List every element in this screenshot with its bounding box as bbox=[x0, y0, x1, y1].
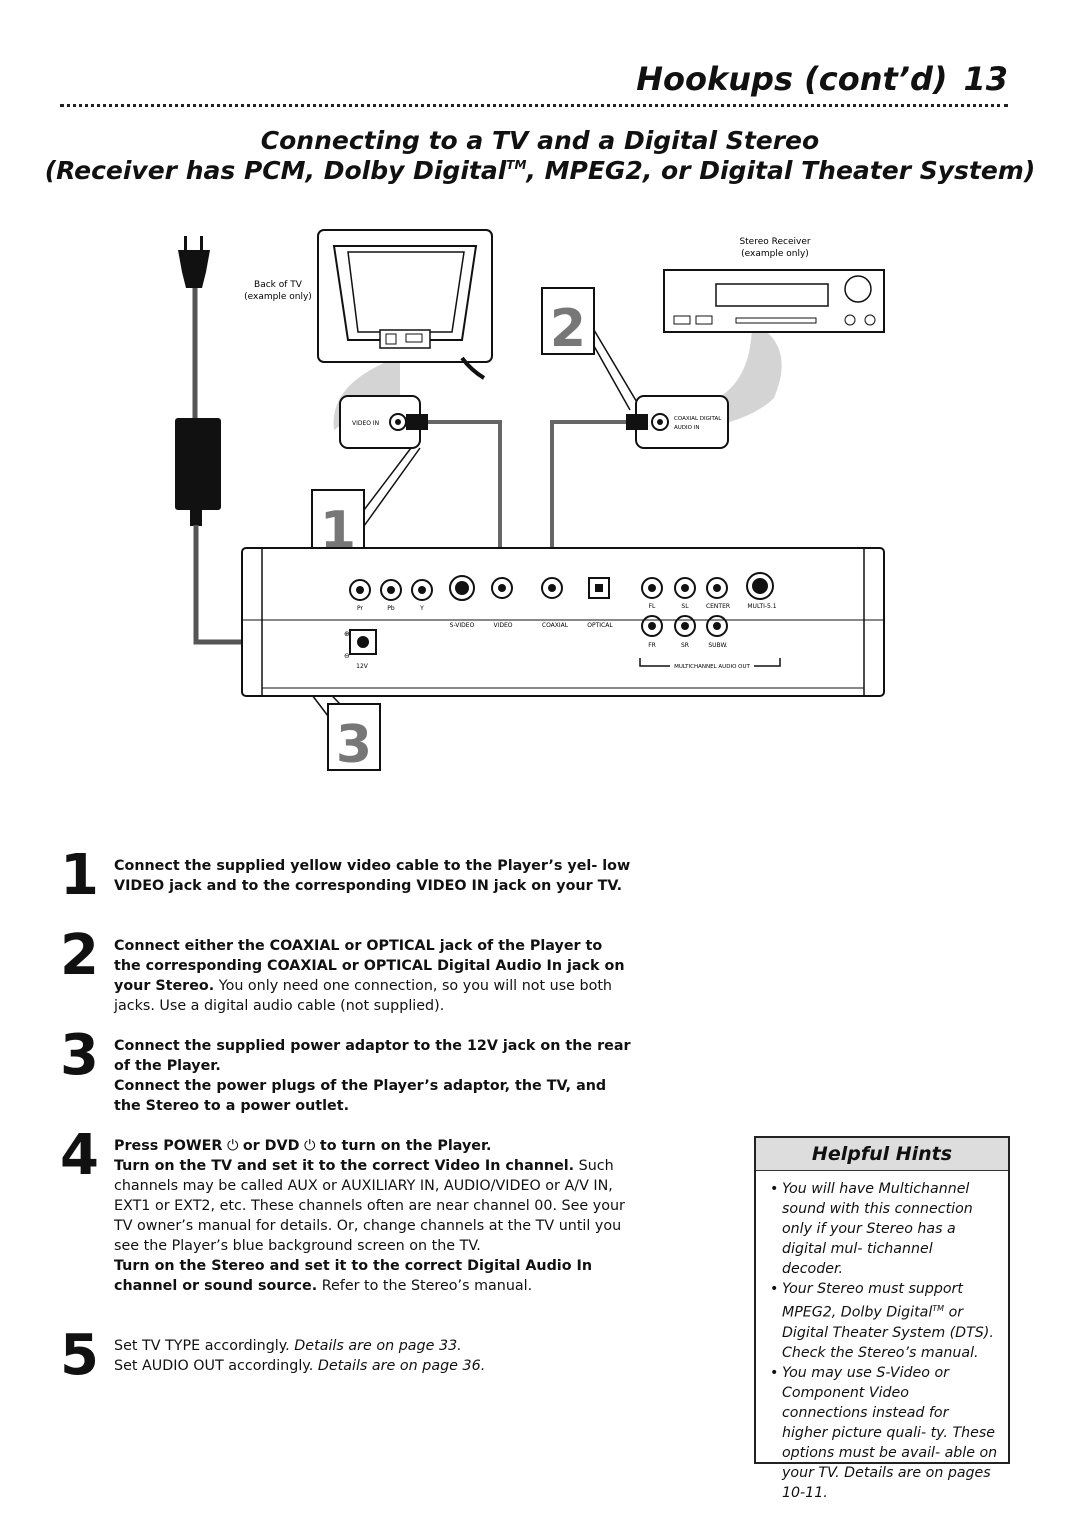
svg-text:⊕: ⊕ bbox=[344, 630, 350, 638]
step-5-line1: Set TV TYPE accordingly. bbox=[114, 1338, 295, 1354]
svg-text:MULTI-5.1: MULTI-5.1 bbox=[747, 603, 776, 610]
dotted-divider bbox=[60, 104, 1008, 107]
svg-text:⊖: ⊖ bbox=[344, 652, 350, 660]
svideo-jack: S-VIDEO bbox=[449, 575, 475, 629]
video-cable bbox=[418, 420, 502, 556]
callout-2: 2 bbox=[541, 287, 639, 411]
svg-text:SL: SL bbox=[681, 603, 689, 610]
power-icon: ⏻ bbox=[304, 1138, 316, 1154]
step-4: 4 Press POWER ⏻ or DVD ⏻ to turn on the … bbox=[60, 1128, 632, 1296]
section-subtitle: (Receiver has PCM, Dolby DigitalTM, MPEG… bbox=[0, 156, 1080, 185]
swoosh-right bbox=[676, 322, 782, 432]
multichannel-jacks: FL SL CENTER MULTI-5.1 FR SR SUBW. MULTI… bbox=[639, 572, 781, 670]
svg-text:CENTER: CENTER bbox=[706, 603, 730, 610]
subtitle-prefix: (Receiver has PCM, Dolby Digital bbox=[44, 156, 507, 185]
power-plug bbox=[178, 236, 210, 288]
receiver-label-line1: Stereo Receiver bbox=[739, 237, 810, 247]
power-icon: ⏻ bbox=[226, 1138, 239, 1154]
svg-text:FL: FL bbox=[649, 603, 656, 610]
callout-1: 1 bbox=[311, 443, 421, 561]
svg-text:COAXIAL DIGITAL: COAXIAL DIGITAL bbox=[674, 416, 722, 422]
svg-text:OPTICAL: OPTICAL bbox=[587, 622, 613, 629]
step-2: 2 Connect either the COAXIAL or OPTICAL … bbox=[60, 928, 632, 1016]
page-header: Hookups (cont’d) 13 bbox=[636, 60, 1008, 98]
video-jack: VIDEO bbox=[491, 577, 513, 629]
step-3-bold-1: Connect the supplied power adaptor to th… bbox=[114, 1038, 631, 1074]
player-rear-panel bbox=[241, 547, 885, 697]
step-number: 3 bbox=[60, 1023, 99, 1088]
svg-text:Pr: Pr bbox=[357, 605, 364, 612]
step-3: 3 Connect the supplied power adaptor to … bbox=[60, 1028, 632, 1116]
video-plug-top bbox=[406, 414, 428, 430]
section-title: Connecting to a TV and a Digital Stereo bbox=[260, 126, 820, 155]
step-number: 5 bbox=[60, 1323, 99, 1388]
tv-back bbox=[317, 229, 493, 380]
power-adaptor bbox=[175, 418, 221, 510]
step-5-line2-ref: Details are on page 36. bbox=[317, 1358, 486, 1374]
svg-text:Y: Y bbox=[419, 605, 424, 612]
hookup-diagram: Back of TV (example only) Stereo Receive… bbox=[175, 229, 885, 775]
step-4-bold-a: Press POWER bbox=[114, 1138, 223, 1154]
hint-2-a: Your Stereo must support MPEG2, Dolby Di… bbox=[782, 1281, 963, 1321]
step-2-bold: Connect either the COAXIAL or OPTICAL ja… bbox=[114, 938, 625, 994]
tv-label-line2: (example only) bbox=[244, 292, 312, 302]
step-5: 5 Set TV TYPE accordingly. Details are o… bbox=[60, 1328, 632, 1384]
hint-2-b: or Digital Theater System (DTS). Check t… bbox=[782, 1304, 994, 1361]
step-3-bold-2: Connect the power plugs of the Player’s … bbox=[114, 1078, 607, 1114]
step-number: 2 bbox=[60, 923, 99, 988]
subtitle-tm: TM bbox=[506, 158, 527, 172]
svg-text:FR: FR bbox=[648, 642, 656, 649]
hint-item: Your Stereo must support MPEG2, Dolby Di… bbox=[770, 1279, 998, 1363]
step-5-line2: Set AUDIO OUT accordingly. bbox=[114, 1358, 318, 1374]
stereo-receiver bbox=[663, 269, 885, 333]
svg-text:12V: 12V bbox=[356, 663, 369, 670]
step-1-text: Connect the supplied yellow video cable … bbox=[114, 858, 631, 894]
svg-text:S-VIDEO: S-VIDEO bbox=[450, 622, 475, 629]
helpful-hints-box: Helpful Hints You will have Multichannel… bbox=[754, 1136, 1010, 1501]
hint-2-tm: TM bbox=[932, 1304, 945, 1313]
step-5-line1-ref: Details are on page 33. bbox=[294, 1338, 462, 1354]
step-number: 1 bbox=[60, 843, 99, 908]
step-4-bold-2: Turn on the TV and set it to the correct… bbox=[114, 1158, 575, 1174]
svg-text:2: 2 bbox=[550, 299, 586, 359]
step-1: 1 Connect the supplied yellow video cabl… bbox=[60, 848, 632, 904]
component-jacks: Pr Pb Y bbox=[349, 579, 433, 612]
svg-text:SUBW.: SUBW. bbox=[708, 642, 727, 649]
svg-text:MULTICHANNEL AUDIO OUT: MULTICHANNEL AUDIO OUT bbox=[674, 664, 750, 670]
step-4-text-3: Refer to the Stereo’s manual. bbox=[317, 1278, 533, 1294]
helpful-hints-title: Helpful Hints bbox=[756, 1138, 1008, 1171]
step-4-bold-3: Turn on the Stereo and set it to the cor… bbox=[114, 1258, 593, 1294]
receiver-coax-panel: COAXIAL DIGITAL AUDIO IN bbox=[635, 395, 729, 449]
audio-plug-top bbox=[626, 414, 648, 430]
hint-item: You will have Multichannel sound with th… bbox=[770, 1179, 998, 1279]
svg-text:Pb: Pb bbox=[387, 605, 395, 612]
dc-12v-jack: ⊕ ⊖ 12V bbox=[344, 629, 377, 670]
svg-text:COAXIAL: COAXIAL bbox=[542, 622, 569, 629]
hint-item: You may use S-Video or Component Video c… bbox=[770, 1363, 998, 1503]
tv-label-line1: Back of TV bbox=[254, 280, 303, 290]
step-number: 4 bbox=[60, 1123, 99, 1188]
svg-text:VIDEO: VIDEO bbox=[493, 622, 512, 629]
step-4-bold-c: to turn on the Player. bbox=[319, 1138, 492, 1154]
hints-list: You will have Multichannel sound with th… bbox=[770, 1179, 998, 1503]
header-title: Hookups (cont’d) bbox=[636, 60, 948, 98]
subtitle-suffix: , MPEG2, or Digital Theater System) bbox=[526, 156, 1036, 185]
audio-cable bbox=[550, 420, 644, 556]
step-4-text-2: Such channels may be called AUX or AUXIL… bbox=[114, 1158, 625, 1254]
svg-text:AUDIO IN: AUDIO IN bbox=[674, 425, 699, 431]
page-number: 13 bbox=[963, 60, 1008, 98]
svg-text:SR: SR bbox=[681, 642, 689, 649]
step-4-bold-b: or DVD bbox=[242, 1138, 300, 1154]
coaxial-jack: COAXIAL bbox=[541, 577, 569, 629]
optical-jack: OPTICAL bbox=[587, 577, 613, 629]
receiver-label-line2: (example only) bbox=[741, 249, 809, 259]
svg-text:VIDEO IN: VIDEO IN bbox=[352, 420, 379, 427]
svg-text:3: 3 bbox=[336, 715, 372, 775]
step-2-text: You only need one connection, so you wil… bbox=[114, 978, 612, 1014]
